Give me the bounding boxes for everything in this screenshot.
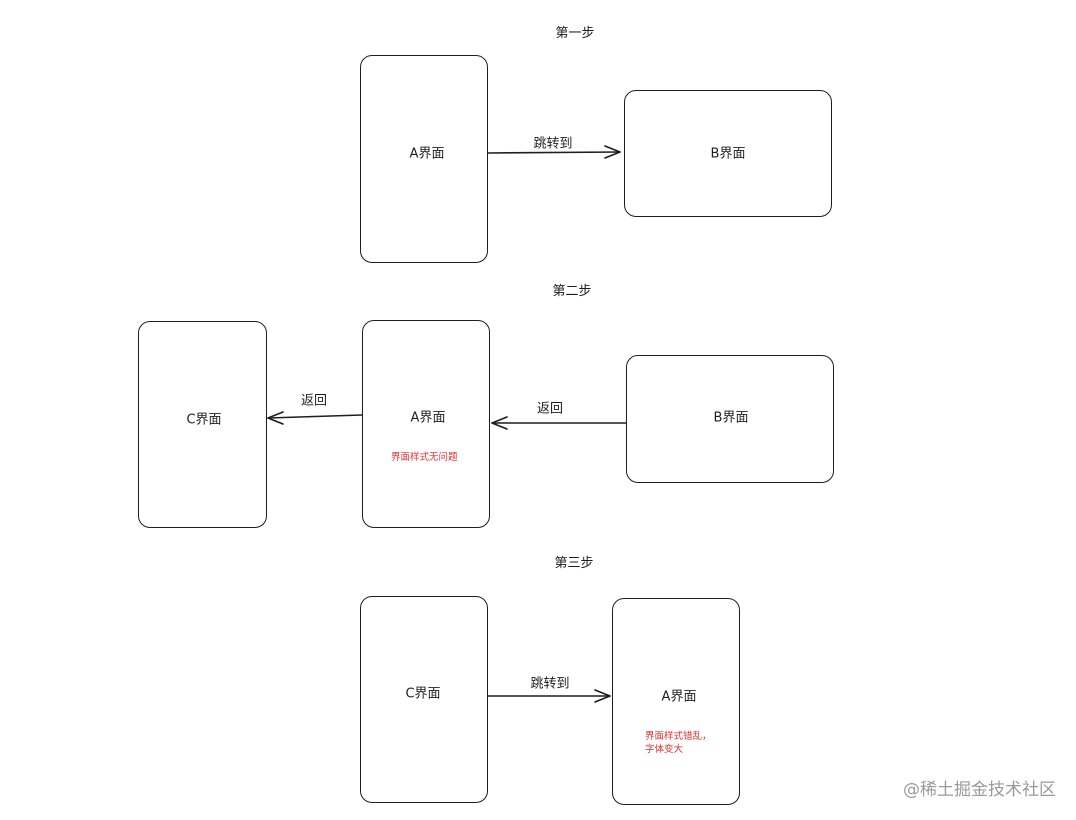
arrow-step2-a-to-c	[267, 414, 363, 419]
step1-screen-a-label: A界面	[409, 146, 445, 162]
step1-screen-a	[360, 55, 488, 263]
step2-screen-c-label: C界面	[186, 412, 222, 428]
step1-arrow-label: 跳转到	[533, 136, 573, 152]
step2-screen-b-label: B界面	[713, 410, 749, 426]
arrowhead-step2-left	[267, 411, 284, 425]
step2-screen-a	[362, 320, 490, 528]
step2-arrow-right-label: 返回	[536, 401, 564, 417]
step1-screen-b	[624, 90, 832, 217]
step3-screen-c	[360, 596, 488, 803]
step1-title: 第一步	[555, 26, 595, 41]
step3-arrow-label: 跳转到	[530, 676, 570, 692]
arrow-step1-a-to-b	[487, 151, 621, 154]
step2-screen-c	[138, 321, 267, 528]
step3-note-line1: 界面样式错乱，	[645, 731, 712, 742]
step2-title: 第二步	[552, 284, 592, 299]
step3-screen-a	[612, 598, 740, 805]
arrowhead-step1	[604, 145, 621, 159]
step2-screen-a-label: A界面	[410, 410, 446, 426]
step2-arrow-left-label: 返回	[300, 393, 328, 409]
watermark: @稀土掘金技术社区	[903, 780, 1056, 800]
step3-screen-a-label: A界面	[661, 689, 697, 705]
arrowhead-step2-right	[491, 416, 508, 430]
step2-screen-b	[626, 355, 834, 483]
step3-note-line2: 字体变大	[645, 744, 684, 755]
step3-title: 第三步	[554, 556, 594, 571]
step3-screen-c-label: C界面	[405, 686, 441, 702]
arrowhead-step3	[594, 689, 611, 703]
step2-note: 界面样式无问题	[391, 452, 458, 463]
step3-note: 界面样式错乱， 字体变大	[645, 730, 712, 756]
step1-screen-b-label: B界面	[710, 146, 746, 162]
